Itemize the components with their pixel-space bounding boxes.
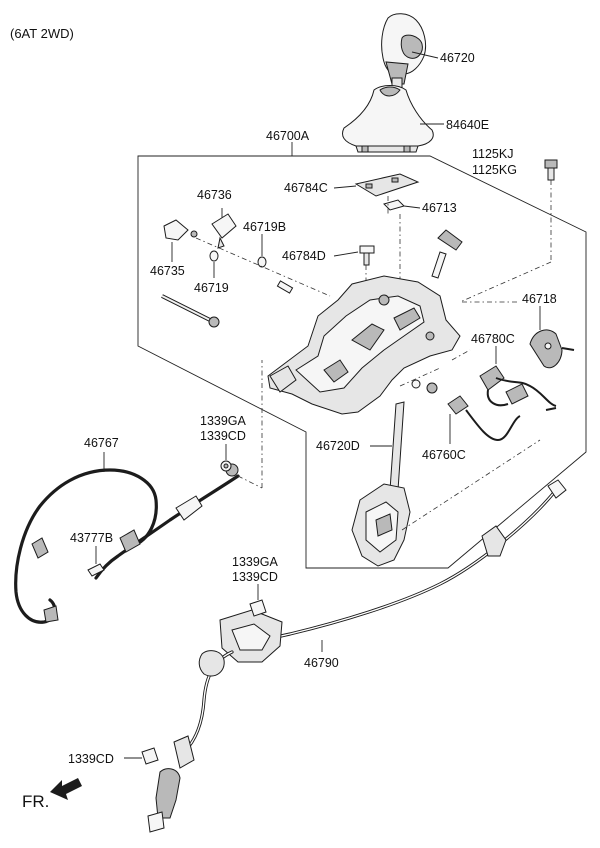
nut	[426, 382, 438, 394]
callout-46784D: 46784D	[282, 249, 326, 263]
callout-46735: 46735	[150, 264, 185, 278]
ring-46719	[209, 250, 219, 262]
leader-46720	[411, 51, 439, 59]
callout-46760C: 46760C	[422, 448, 466, 462]
assembly-boundary-46700A	[137, 155, 587, 569]
shift-boot-84640E	[342, 85, 434, 153]
callout-46767: 46767	[84, 436, 119, 450]
diagram-title: (6AT 2WD)	[10, 26, 74, 41]
detent-spring	[276, 229, 463, 294]
cam-46736	[211, 213, 237, 249]
pin-43777B	[87, 563, 105, 577]
cover-46718	[529, 329, 563, 369]
callout-46780C: 46780C	[471, 332, 515, 346]
callout-46713: 46713	[422, 201, 457, 215]
leader-46713	[403, 205, 421, 209]
indicator-plate-46784C	[354, 173, 420, 197]
cable-46767	[14, 463, 240, 624]
front-direction-label: FR.	[22, 792, 49, 811]
callout-1125KJ: 1125KJ	[472, 147, 513, 161]
lever-46720D	[351, 401, 411, 567]
harness-46780C	[479, 365, 557, 407]
washer	[411, 379, 421, 389]
callout-46700A: 46700A	[266, 129, 310, 143]
leader-46784D	[333, 251, 359, 257]
clip-1339GA-lower	[249, 599, 267, 617]
cable-46790	[147, 479, 567, 833]
shift-lever-housing	[267, 275, 461, 415]
callout-1339GA-lower: 1339GA	[232, 555, 279, 569]
front-arrow-icon	[50, 778, 82, 800]
screw-46718	[561, 347, 575, 351]
callout-46736: 46736	[197, 188, 232, 202]
callout-1339CD-upper: 1339CD	[200, 429, 246, 443]
callout-46718: 46718	[522, 292, 557, 306]
callout-46784C: 46784C	[284, 181, 328, 195]
bolt-1125KJ	[544, 159, 558, 181]
clip-1339GA-upper	[220, 460, 232, 472]
callout-46720: 46720	[440, 51, 475, 65]
callout-46720D: 46720D	[316, 439, 360, 453]
leader-46784C	[333, 185, 357, 189]
nut-1339CD-bottom	[141, 747, 159, 765]
slide-cover-46713	[383, 199, 405, 211]
callout-43777B: 43777B	[70, 531, 113, 545]
callout-1339CD-lower: 1339CD	[232, 570, 278, 584]
callout-1339CD-bottom: 1339CD	[68, 752, 114, 766]
callout-1125KG: 1125KG	[472, 163, 517, 177]
callout-1339GA-upper: 1339GA	[200, 414, 247, 428]
pin-46784D	[359, 245, 375, 266]
callout-84640E: 84640E	[446, 118, 489, 132]
pivot-bolt	[161, 294, 220, 328]
sensor-46760C	[447, 395, 557, 442]
shift-knob-46720	[381, 13, 427, 89]
bracket-46735	[163, 219, 198, 241]
ring-46719B	[257, 256, 267, 268]
callout-46719: 46719	[194, 281, 229, 295]
callout-46719B: 46719B	[243, 220, 286, 234]
callout-46790: 46790	[304, 656, 339, 670]
